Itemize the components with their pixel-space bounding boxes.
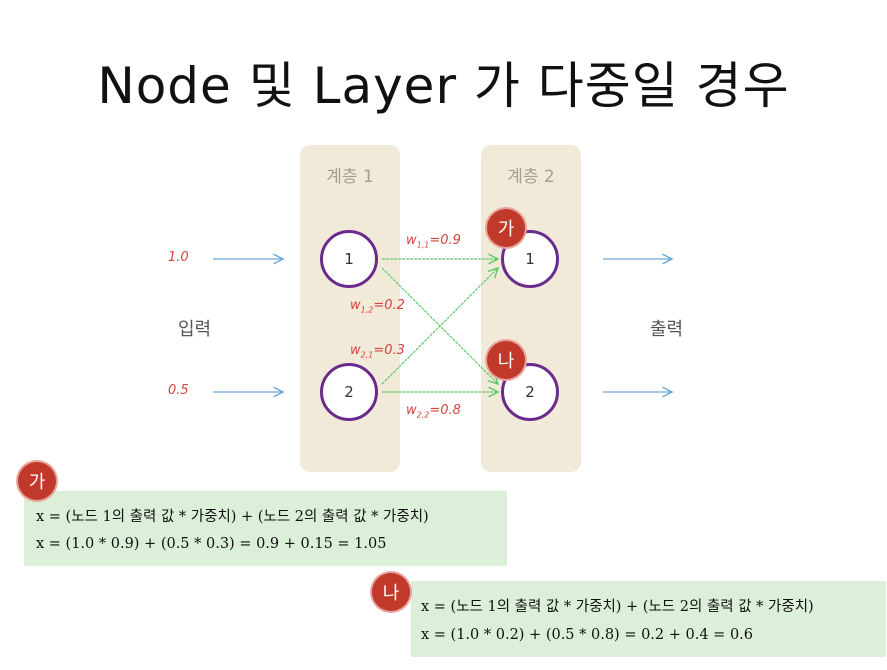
output-label: 출력 xyxy=(650,319,684,340)
badge-ga-formula: 가 xyxy=(18,462,56,500)
weight-value: =0.9 xyxy=(429,233,461,248)
weight-subscript: 1,2 xyxy=(360,305,374,315)
connection-2-1 xyxy=(381,268,498,385)
formula-box-na xyxy=(411,581,886,657)
weight-2-1: w2,1=0.3 xyxy=(350,343,405,360)
formula-na-line-1: x = (노드 1의 출력 값 * 가중치) + (노드 2의 출력 값 * 가… xyxy=(421,599,814,615)
weight-subscript: 2,1 xyxy=(360,350,374,360)
layer-2-label: 계층 2 xyxy=(507,167,555,187)
formula-ga-line-2: x = (1.0 * 0.9) + (0.5 * 0.3) = 0.9 + 0.… xyxy=(36,536,387,552)
layer-1-node-1: 1 xyxy=(320,230,378,288)
weight-symbol: w xyxy=(350,343,361,358)
weight-value: =0.8 xyxy=(429,403,461,418)
input-value-2: 0.5 xyxy=(168,383,189,398)
input-label: 입력 xyxy=(178,319,212,340)
badge-na-formula: 나 xyxy=(372,573,410,611)
weight-value: =0.3 xyxy=(373,343,405,358)
layer-1-node-2: 2 xyxy=(320,363,378,421)
badge-ga-diagram: 가 xyxy=(487,209,525,247)
weight-subscript: 1,1 xyxy=(416,240,430,250)
weight-symbol: w xyxy=(350,298,361,313)
formula-box-ga xyxy=(24,491,507,566)
weight-subscript: 2,2 xyxy=(416,410,430,420)
layer-2-node-1: 1 xyxy=(501,230,559,288)
input-value-1: 1.0 xyxy=(168,250,189,265)
weight-symbol: w xyxy=(406,403,417,418)
formula-ga-line-1: x = (노드 1의 출력 값 * 가중치) + (노드 2의 출력 값 * 가… xyxy=(36,509,429,525)
formula-na-line-2: x = (1.0 * 0.2) + (0.5 * 0.8) = 0.2 + 0.… xyxy=(421,627,753,643)
layer-1-label: 계층 1 xyxy=(326,167,374,187)
weight-1-2: w1,2=0.2 xyxy=(350,298,405,315)
badge-na-diagram: 나 xyxy=(487,341,525,379)
page-title: Node 및 Layer 가 다중일 경우 xyxy=(97,57,790,115)
weight-symbol: w xyxy=(406,233,417,248)
weight-value: =0.2 xyxy=(373,298,405,313)
weight-1-1: w1,1=0.9 xyxy=(406,233,461,250)
weight-2-2: w2,2=0.8 xyxy=(406,403,461,420)
